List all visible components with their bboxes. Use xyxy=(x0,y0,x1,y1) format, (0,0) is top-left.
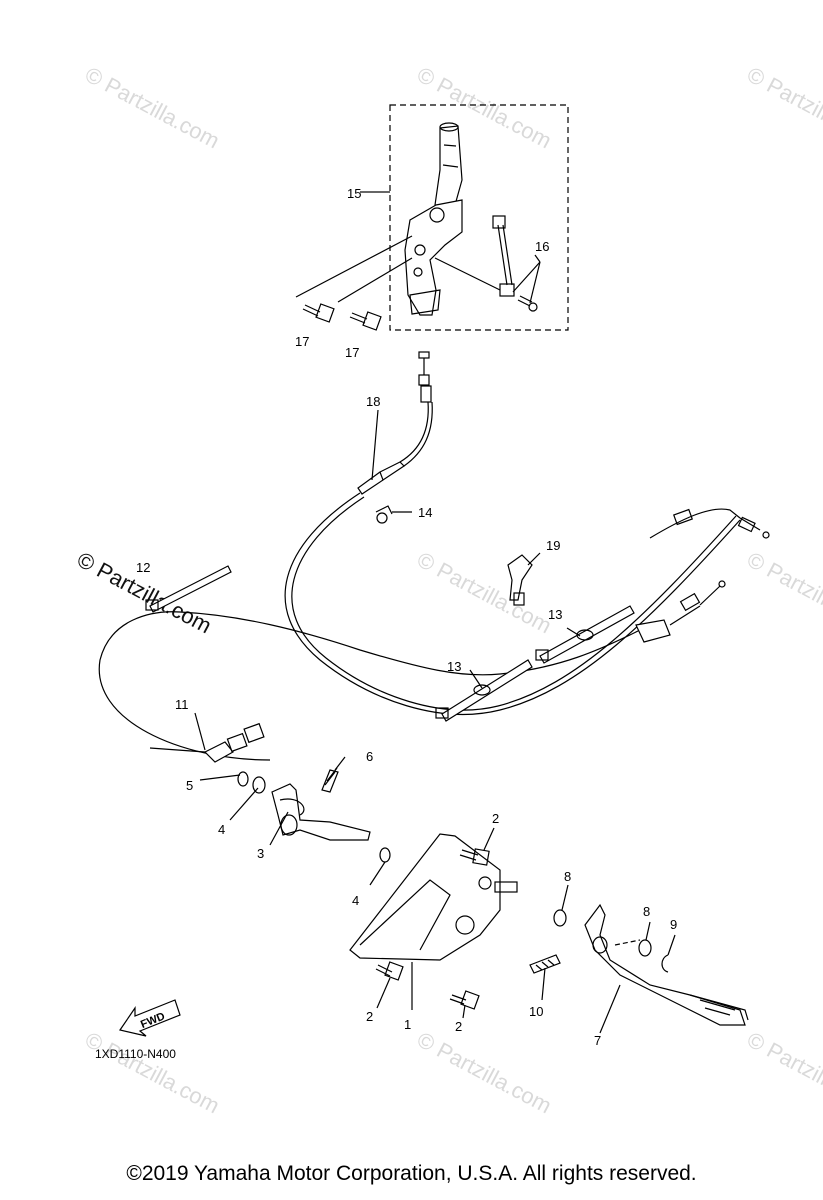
cable-tie-12 xyxy=(145,565,232,613)
bracket-3 xyxy=(271,783,371,841)
callout-9: 9 xyxy=(670,917,677,932)
callout-2c: 2 xyxy=(455,1019,462,1034)
diagram-code: 1XD1110-N400 xyxy=(95,1047,176,1061)
callout-15: 15 xyxy=(347,186,361,201)
parking-brake-lever xyxy=(404,122,463,316)
washer-8b xyxy=(638,939,652,957)
bolt-17b xyxy=(349,311,382,331)
cable-tie-13b xyxy=(435,659,533,722)
washer-4b xyxy=(379,847,391,863)
callout-4b: 4 xyxy=(352,893,359,908)
washer-8a xyxy=(553,909,567,927)
callout-8a: 8 xyxy=(564,869,571,884)
washer-4a xyxy=(252,776,266,794)
callout-18: 18 xyxy=(366,394,380,409)
pedal-bracket-1 xyxy=(349,833,518,961)
spring-6 xyxy=(321,767,339,793)
callout-19: 19 xyxy=(546,538,560,553)
callout-17a: 17 xyxy=(295,334,309,349)
assembly-box-15 xyxy=(389,104,569,331)
callout-13a: 13 xyxy=(548,607,562,622)
callout-13b: 13 xyxy=(447,659,461,674)
bolt-2b xyxy=(375,961,404,981)
cable-end-11 xyxy=(149,722,265,763)
bolt-2c xyxy=(449,990,480,1010)
bolt-2a xyxy=(459,848,490,866)
cable-end-upper-right xyxy=(649,508,770,539)
callout-5: 5 xyxy=(186,778,193,793)
callout-16: 16 xyxy=(535,239,549,254)
callout-12: 12 xyxy=(136,560,150,575)
callout-2a: 2 xyxy=(492,811,499,826)
callout-4a: 4 xyxy=(218,822,225,837)
circlip-5 xyxy=(237,771,249,787)
cable-18 xyxy=(357,351,433,495)
callout-7: 7 xyxy=(594,1033,601,1048)
callout-17b: 17 xyxy=(345,345,359,360)
callout-11: 11 xyxy=(175,697,189,712)
callout-1: 1 xyxy=(404,1017,411,1032)
callout-10: 10 xyxy=(529,1004,543,1019)
clip-14 xyxy=(375,505,393,524)
callout-6: 6 xyxy=(366,749,373,764)
copyright-notice: ©2019 Yamaha Motor Corporation, U.S.A. A… xyxy=(126,1162,697,1185)
fwd-arrow-icon xyxy=(119,999,181,1037)
spring-10 xyxy=(529,954,561,974)
circlip-9 xyxy=(661,954,669,973)
callout-2b: 2 xyxy=(366,1009,373,1024)
main-cable-loop xyxy=(284,492,741,715)
callout-3: 3 xyxy=(257,846,264,861)
cable-tie-13a xyxy=(535,605,635,664)
holder-19 xyxy=(507,554,533,606)
callout-8b: 8 xyxy=(643,904,650,919)
brake-pedal-7 xyxy=(584,903,749,1026)
adjuster-rod-16 xyxy=(492,215,538,312)
callout-14: 14 xyxy=(418,505,432,520)
bolt-17a xyxy=(302,303,335,323)
